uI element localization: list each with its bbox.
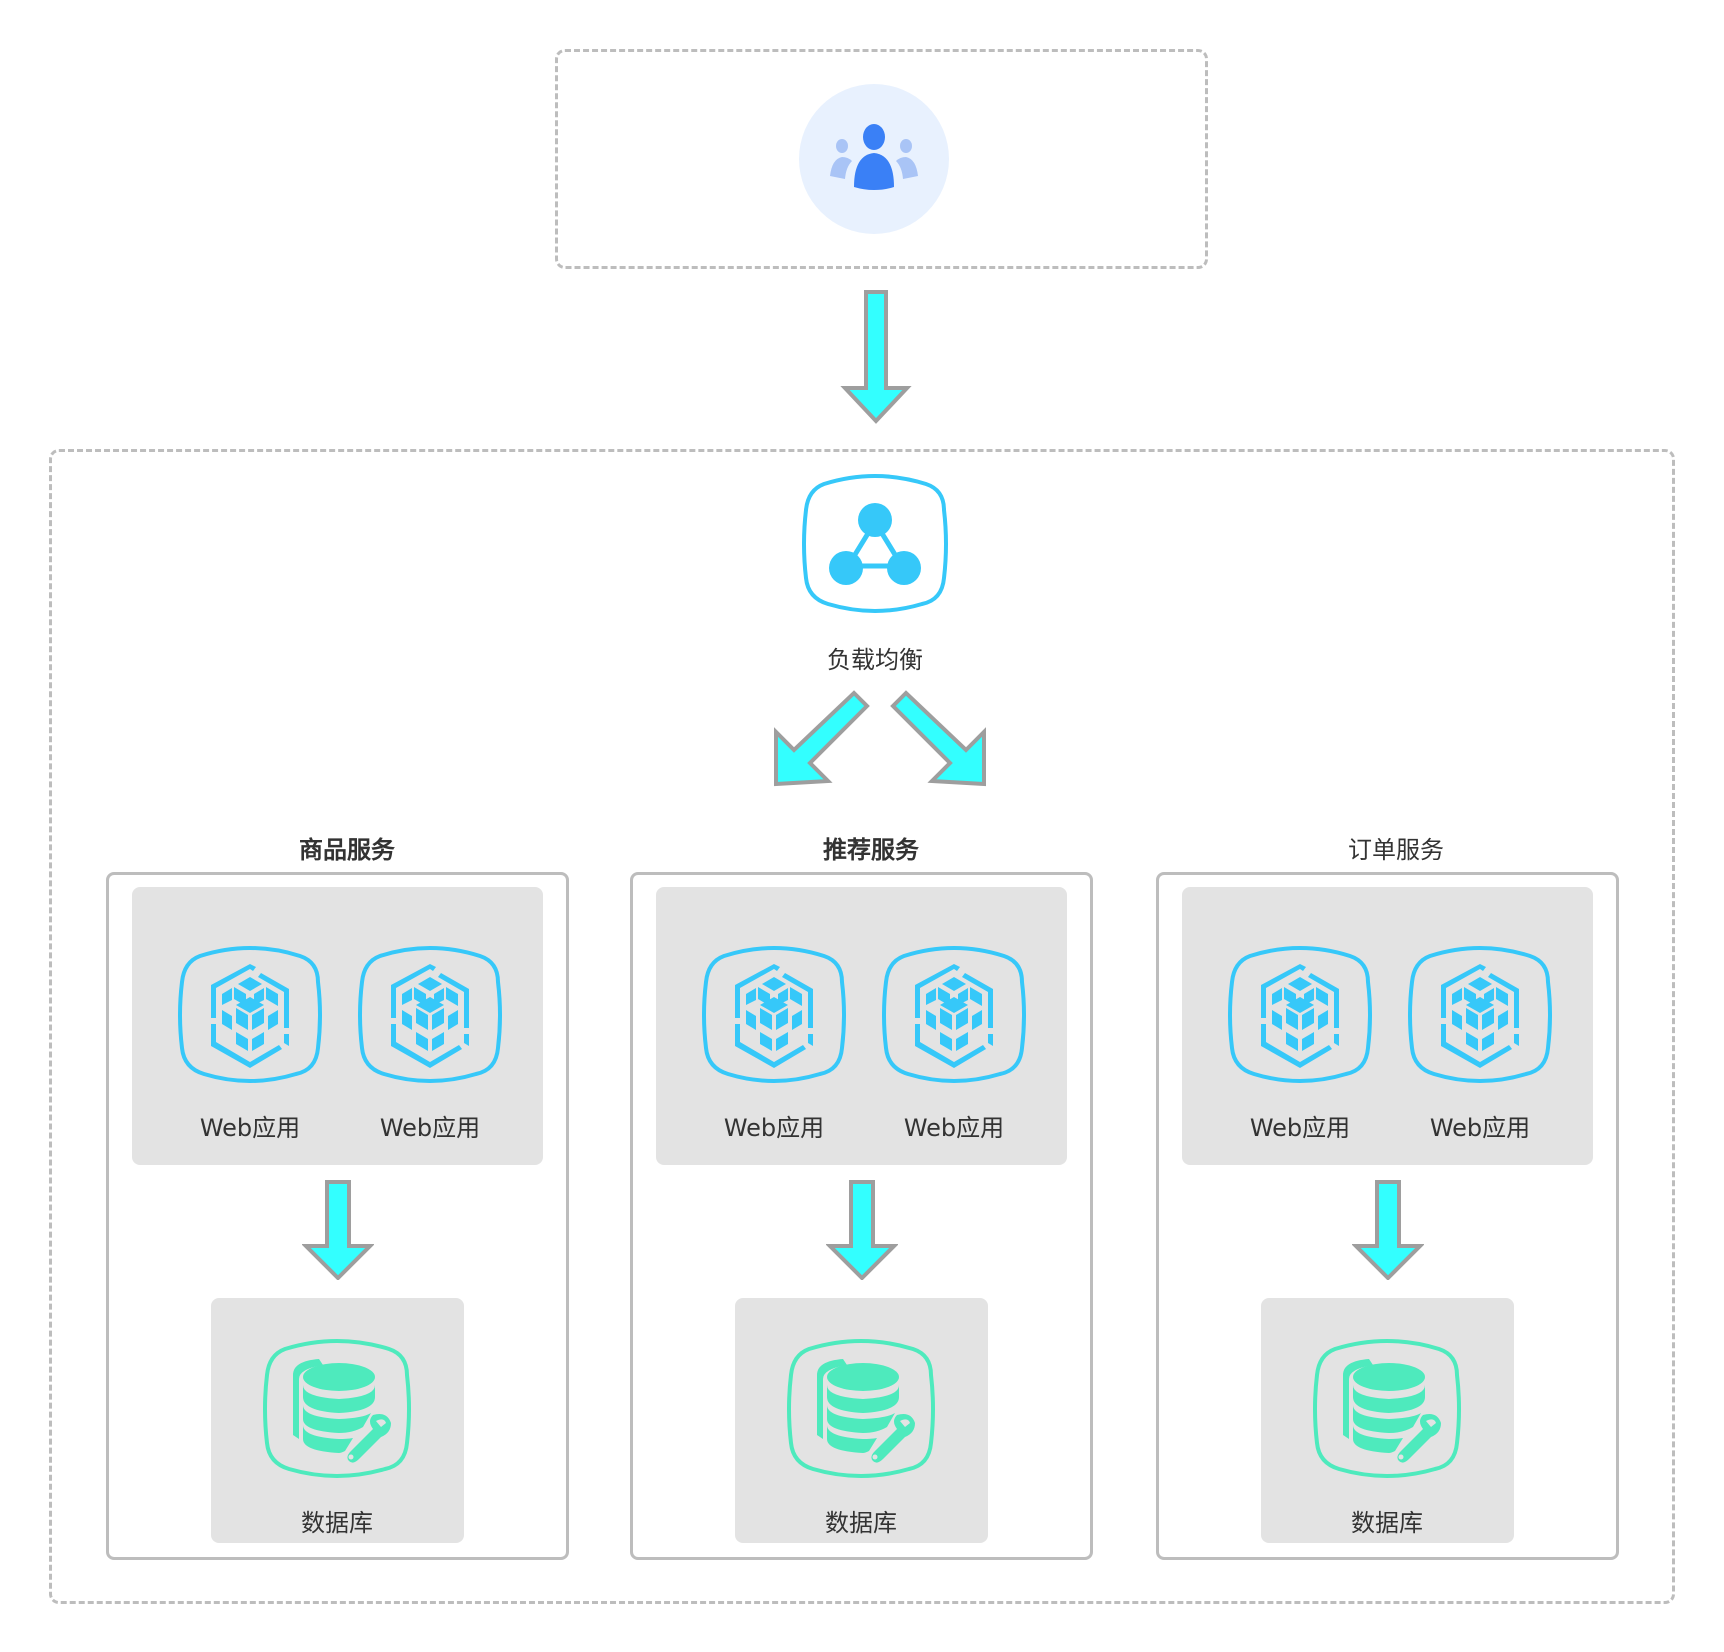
service-title-recommend: 推荐服务 <box>823 836 919 864</box>
web-app-group <box>1182 887 1593 1165</box>
service-title-order: 订单服务 <box>1348 836 1444 864</box>
database-icon <box>263 1335 411 1483</box>
arrow-down-icon <box>840 290 912 424</box>
database-label: 数据库 <box>825 1509 897 1537</box>
web-app-icon <box>702 942 846 1088</box>
web-app-label: Web应用 <box>379 1114 481 1142</box>
arrow-down-icon <box>302 1180 374 1280</box>
web-app-label: Web应用 <box>903 1114 1005 1142</box>
web-app-icon <box>358 942 502 1088</box>
web-app-group <box>656 887 1067 1165</box>
web-app-label: Web应用 <box>1249 1114 1351 1142</box>
web-app-icon <box>1408 942 1552 1088</box>
arrow-down-icon <box>826 1180 898 1280</box>
database-icon <box>1313 1335 1461 1483</box>
web-app-icon <box>178 942 322 1088</box>
load-balancer-label: 负载均衡 <box>827 646 923 674</box>
web-app-label: Web应用 <box>1429 1114 1531 1142</box>
database-label: 数据库 <box>301 1509 373 1537</box>
web-app-label: Web应用 <box>723 1114 825 1142</box>
web-app-icon <box>1228 942 1372 1088</box>
arrow-down-icon <box>1352 1180 1424 1280</box>
users-group-icon <box>798 83 950 235</box>
web-app-group <box>132 887 543 1165</box>
service-title-product: 商品服务 <box>299 836 395 864</box>
load-balancer-icon <box>802 470 948 618</box>
database-icon <box>787 1335 935 1483</box>
web-app-icon <box>882 942 1026 1088</box>
database-label: 数据库 <box>1351 1509 1423 1537</box>
system-container <box>49 449 1675 1604</box>
arrow-down-left-icon <box>770 688 872 790</box>
users-container <box>555 49 1208 269</box>
arrow-down-right-icon <box>888 688 990 790</box>
web-app-label: Web应用 <box>199 1114 301 1142</box>
